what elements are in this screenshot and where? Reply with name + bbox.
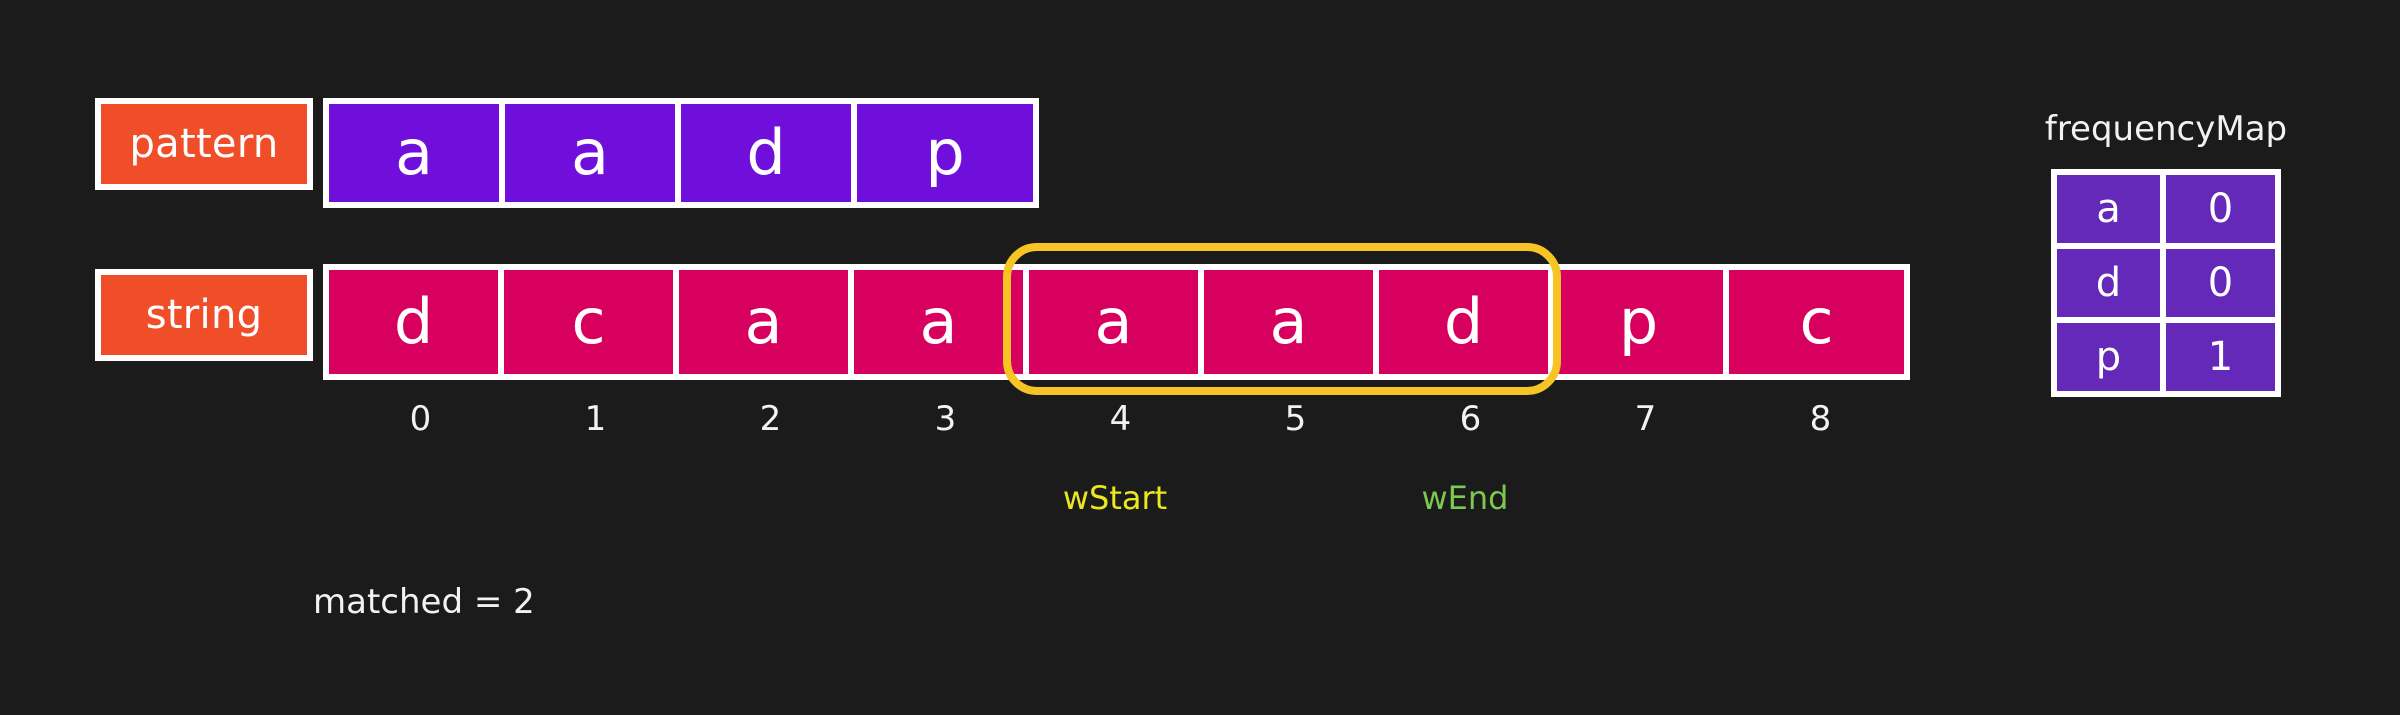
- matched-counter-text: matched = 2: [313, 582, 535, 622]
- string-row-label: string: [95, 269, 313, 361]
- string-cell: a: [679, 270, 854, 374]
- string-index-label: 2: [759, 399, 782, 439]
- frequency-map-title: frequencyMap: [2044, 109, 2288, 149]
- string-cell: c: [504, 270, 679, 374]
- pattern-cell: p: [857, 104, 1033, 202]
- string-index-label: 4: [1109, 399, 1132, 439]
- pattern-cell: a: [505, 104, 681, 202]
- frequency-map-key: d: [2057, 249, 2166, 317]
- pattern-cell: d: [681, 104, 857, 202]
- string-cell: a: [1029, 270, 1204, 374]
- string-index-label: 3: [934, 399, 957, 439]
- string-cell: d: [329, 270, 504, 374]
- string-index-label: 8: [1809, 399, 1832, 439]
- string-cell: a: [854, 270, 1029, 374]
- pattern-row-label: pattern: [95, 98, 313, 190]
- frequency-map-key: a: [2057, 175, 2166, 243]
- string-cell: c: [1729, 270, 1904, 374]
- wend-pointer-label: wEnd: [1421, 479, 1509, 517]
- string-index-label: 1: [584, 399, 607, 439]
- pattern-cell: a: [329, 104, 505, 202]
- string-index-label: 5: [1284, 399, 1307, 439]
- string-cell: p: [1554, 270, 1729, 374]
- frequency-map-key: p: [2057, 323, 2166, 391]
- string-index-label: 6: [1459, 399, 1482, 439]
- string-cell: d: [1379, 270, 1554, 374]
- frequency-map-value: 1: [2166, 323, 2275, 391]
- string-cell: a: [1204, 270, 1379, 374]
- string-index-label: 0: [409, 399, 432, 439]
- string-index-label: 7: [1634, 399, 1657, 439]
- wstart-pointer-label: wStart: [1062, 479, 1168, 517]
- frequency-map-value: 0: [2166, 249, 2275, 317]
- frequency-map-value: 0: [2166, 175, 2275, 243]
- string-index-ruler: 0 1 2 3 4 5 6 7 8: [333, 402, 1908, 436]
